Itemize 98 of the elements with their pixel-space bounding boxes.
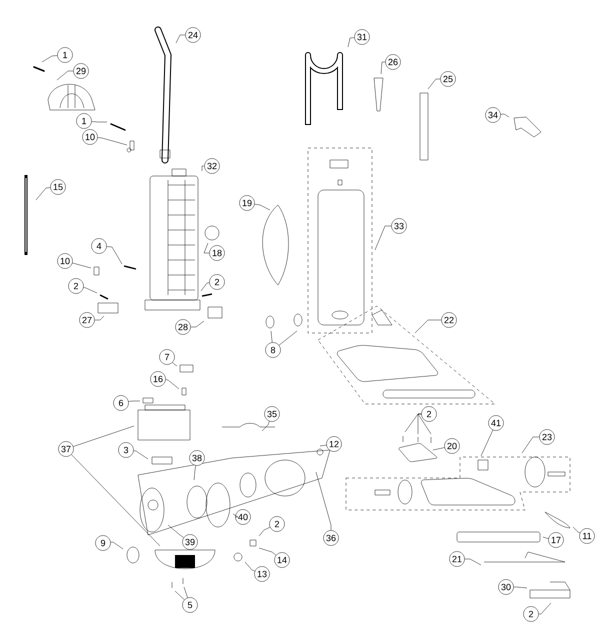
callout-number: 7: [159, 349, 175, 365]
callout-number: 16: [150, 371, 166, 387]
leader-line: [56, 70, 74, 80]
leader-line: [184, 586, 188, 598]
callout-number: 25: [440, 71, 456, 87]
leader-line: [418, 414, 422, 434]
leader-line: [316, 472, 332, 530]
leader-line: [464, 558, 482, 566]
callout-number: 9: [95, 535, 111, 551]
leader-line: [542, 536, 549, 539]
callout-number: 2: [209, 274, 225, 290]
callout-number: 38: [189, 450, 205, 466]
leader-line: [348, 37, 355, 48]
callout-number: 26: [385, 54, 401, 70]
leader-line: [200, 282, 210, 292]
callout-number: 13: [254, 566, 270, 582]
leader-line: [168, 524, 184, 538]
callout-number: 2: [269, 516, 285, 532]
callout-number: 27: [79, 312, 95, 328]
leader-line: [190, 320, 204, 328]
callout-number: 31: [354, 29, 370, 45]
callout-number: 33: [391, 218, 407, 234]
callout-number: 11: [579, 528, 595, 544]
callout-number: 28: [175, 319, 191, 335]
callout-number: 2: [68, 278, 84, 294]
callout-number: 41: [488, 415, 504, 431]
leader-line: [202, 166, 204, 172]
leader-line: [414, 320, 442, 334]
leader-line: [374, 226, 392, 250]
leader-line: [165, 380, 180, 390]
leader-line: [320, 444, 327, 446]
callout-number: 40: [235, 509, 251, 525]
callout-number: 36: [323, 530, 339, 546]
callout-number: 2: [421, 406, 437, 422]
leader-line: [172, 362, 178, 366]
leader-line: [380, 62, 386, 74]
callout-number: 30: [498, 579, 514, 595]
callout-number: 8: [265, 342, 281, 358]
callout-number: 5: [182, 597, 198, 613]
callout-number: 2: [523, 606, 539, 622]
callout-number: 22: [441, 312, 457, 328]
leader-line: [94, 316, 104, 320]
callout-number: 15: [50, 179, 66, 195]
callout-number: 32: [204, 158, 220, 174]
leader-line: [500, 114, 510, 118]
leader-line: [254, 204, 270, 210]
leader-line: [258, 548, 276, 556]
callout-number: 17: [548, 532, 564, 548]
callout-number: 19: [239, 195, 255, 211]
leader-line: [428, 78, 440, 90]
leader-line: [270, 330, 272, 343]
leader-line: [36, 187, 51, 200]
callout-number: 23: [539, 429, 555, 445]
callout-number: 35: [264, 406, 280, 422]
leader-line: [42, 55, 58, 62]
leader-line: [176, 34, 186, 44]
leader-line: [106, 246, 122, 264]
callout-number: 24: [185, 27, 201, 43]
leader-line: [232, 514, 238, 518]
callout-number: 29: [73, 63, 89, 79]
leader-line: [97, 137, 128, 146]
callout-number: 18: [209, 245, 225, 261]
leader-line: [91, 121, 108, 122]
leader-line: [110, 542, 124, 550]
callout-number: 39: [182, 534, 198, 550]
callout-number: 37: [58, 441, 74, 457]
callout-number: 21: [449, 551, 465, 567]
callout-number: 34: [485, 107, 501, 123]
callout-number: 10: [57, 253, 73, 269]
leader-line: [432, 447, 445, 450]
callout-number: 6: [113, 395, 129, 411]
leader-line: [538, 602, 552, 614]
leader-line: [71, 454, 160, 546]
leader-line: [83, 287, 98, 294]
callout-number: 1: [57, 47, 73, 63]
leader-line: [572, 526, 580, 534]
leader-line: [133, 450, 148, 460]
callout-number: 3: [118, 442, 134, 458]
callout-number: 12: [326, 436, 342, 452]
callout-number: 4: [91, 238, 107, 254]
leader-line: [480, 430, 494, 456]
callout-number: 10: [82, 129, 98, 145]
leader-line: [514, 586, 528, 588]
leader-line: [258, 527, 270, 536]
leader-line: [244, 562, 256, 572]
leader-line: [418, 414, 432, 434]
callout-number: 20: [444, 438, 460, 454]
leader-line: [128, 400, 140, 402]
leader-line: [73, 426, 134, 447]
leader-line: [262, 421, 270, 432]
leader-line: [194, 465, 196, 480]
leader-line: [278, 330, 298, 346]
leader-line: [174, 590, 185, 600]
leader-line: [522, 436, 540, 454]
callout-number: 14: [274, 552, 290, 568]
leader-line: [72, 262, 92, 268]
leader-line: [204, 242, 210, 254]
callout-number: 1: [76, 113, 92, 129]
